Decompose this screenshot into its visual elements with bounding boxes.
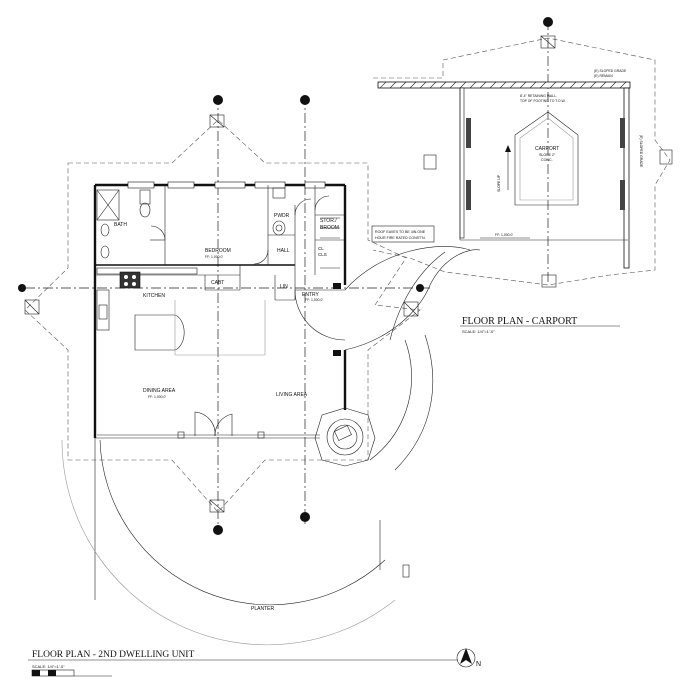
- carport-slope-up: SLOPE UP: [497, 174, 501, 192]
- room-label-living: LIVING AREA: [276, 392, 308, 398]
- sloped-grade-note-1: (E) SLOPED GRADE: [594, 69, 627, 73]
- room-label-entry: ENTRY: [302, 292, 320, 298]
- room-label-cls: CLS: [318, 252, 327, 257]
- closet-shelves: [320, 217, 340, 269]
- sloped-grade-note-2: (E) REMAIN: [594, 74, 613, 78]
- room-label-pwdr: PWDR: [274, 213, 290, 219]
- north-arrow-icon: N: [456, 648, 481, 668]
- room-label-dining-ff: FF: 1,000.0': [148, 395, 166, 399]
- room-label-bath: BATH: [114, 222, 127, 228]
- section-marker-icon: [540, 17, 556, 49]
- title-rules: [28, 325, 620, 661]
- roof-note-2: HOUR FIRE RATED CONST'N.: [375, 236, 426, 240]
- roof-eave-outline-house: [24, 119, 421, 513]
- section-marker-icon: [423, 149, 673, 288]
- roof-note-box: [371, 225, 435, 243]
- room-label-cl: CL: [318, 246, 324, 251]
- room-label-bedroom: BEDROOM: [205, 248, 231, 254]
- main-title-scale: SCALE: 1/4"=1'-0": [32, 664, 65, 669]
- main-title: FLOOR PLAN - 2ND DWELLING UNIT: [32, 650, 194, 660]
- section-marker-icon: [209, 499, 225, 535]
- retaining-wall-note-1: 8'-4" RETAINING WALL,: [520, 94, 557, 98]
- grid-lines: [25, 20, 549, 530]
- room-label-broom: BROOM: [320, 225, 339, 231]
- section-marker-icon: [209, 95, 225, 128]
- roof-note-1: ROOF EAVES TO BE 4IN.ONE: [375, 230, 426, 234]
- carport-structure: [377, 81, 631, 269]
- carport-ff: FF: 1,000.0': [495, 233, 513, 237]
- kitchen-counter: [96, 267, 266, 356]
- section-marker-icon: [18, 284, 40, 315]
- spa-feature: [314, 407, 376, 467]
- bath-fixtures: [96, 189, 166, 259]
- carport-title-scale: SCALE: 1/4"=1'-0": [462, 329, 495, 334]
- carport-label: CARPORT: [535, 146, 559, 152]
- room-label-kitchen: KITCHEN: [143, 293, 165, 299]
- scale-bar-icon: [31, 669, 112, 677]
- curved-walkway: [344, 246, 481, 471]
- section-marker-icon: [300, 512, 310, 522]
- section-marker-icon: [300, 95, 310, 105]
- room-label-hall: HALL: [277, 248, 290, 254]
- carport-slope: SLOPE 2": [539, 153, 556, 157]
- pwdr-fixtures: [253, 187, 330, 265]
- patio-doors: [177, 411, 265, 439]
- section-marker-icon: [403, 284, 424, 317]
- room-label-stor: STOR./: [320, 218, 337, 224]
- sloped-grade-side: (E) SLOPED GRADE: [639, 135, 643, 168]
- room-label-planter: PLANTER: [251, 606, 274, 612]
- room-label-cabt: CABT: [211, 280, 224, 286]
- roof-eave-outline-carport: [372, 37, 671, 286]
- planter-arc: [61, 439, 410, 646]
- room-label-entry-ff: FF: 1,000.0': [305, 298, 323, 302]
- room-label-dining: DINING AREA: [143, 388, 176, 394]
- retaining-wall-note-2: TOP OF FOOTING TO T.O.W.: [520, 99, 566, 103]
- svg-text:N: N: [476, 661, 481, 668]
- entry-door: [294, 283, 346, 356]
- carport-conc: CONC.: [541, 158, 553, 162]
- room-label-bedroom-ff: FF: 1,000.0': [205, 255, 223, 259]
- room-label-lin: LIN: [280, 284, 288, 290]
- carport-title: FLOOR PLAN - CARPORT: [462, 316, 577, 327]
